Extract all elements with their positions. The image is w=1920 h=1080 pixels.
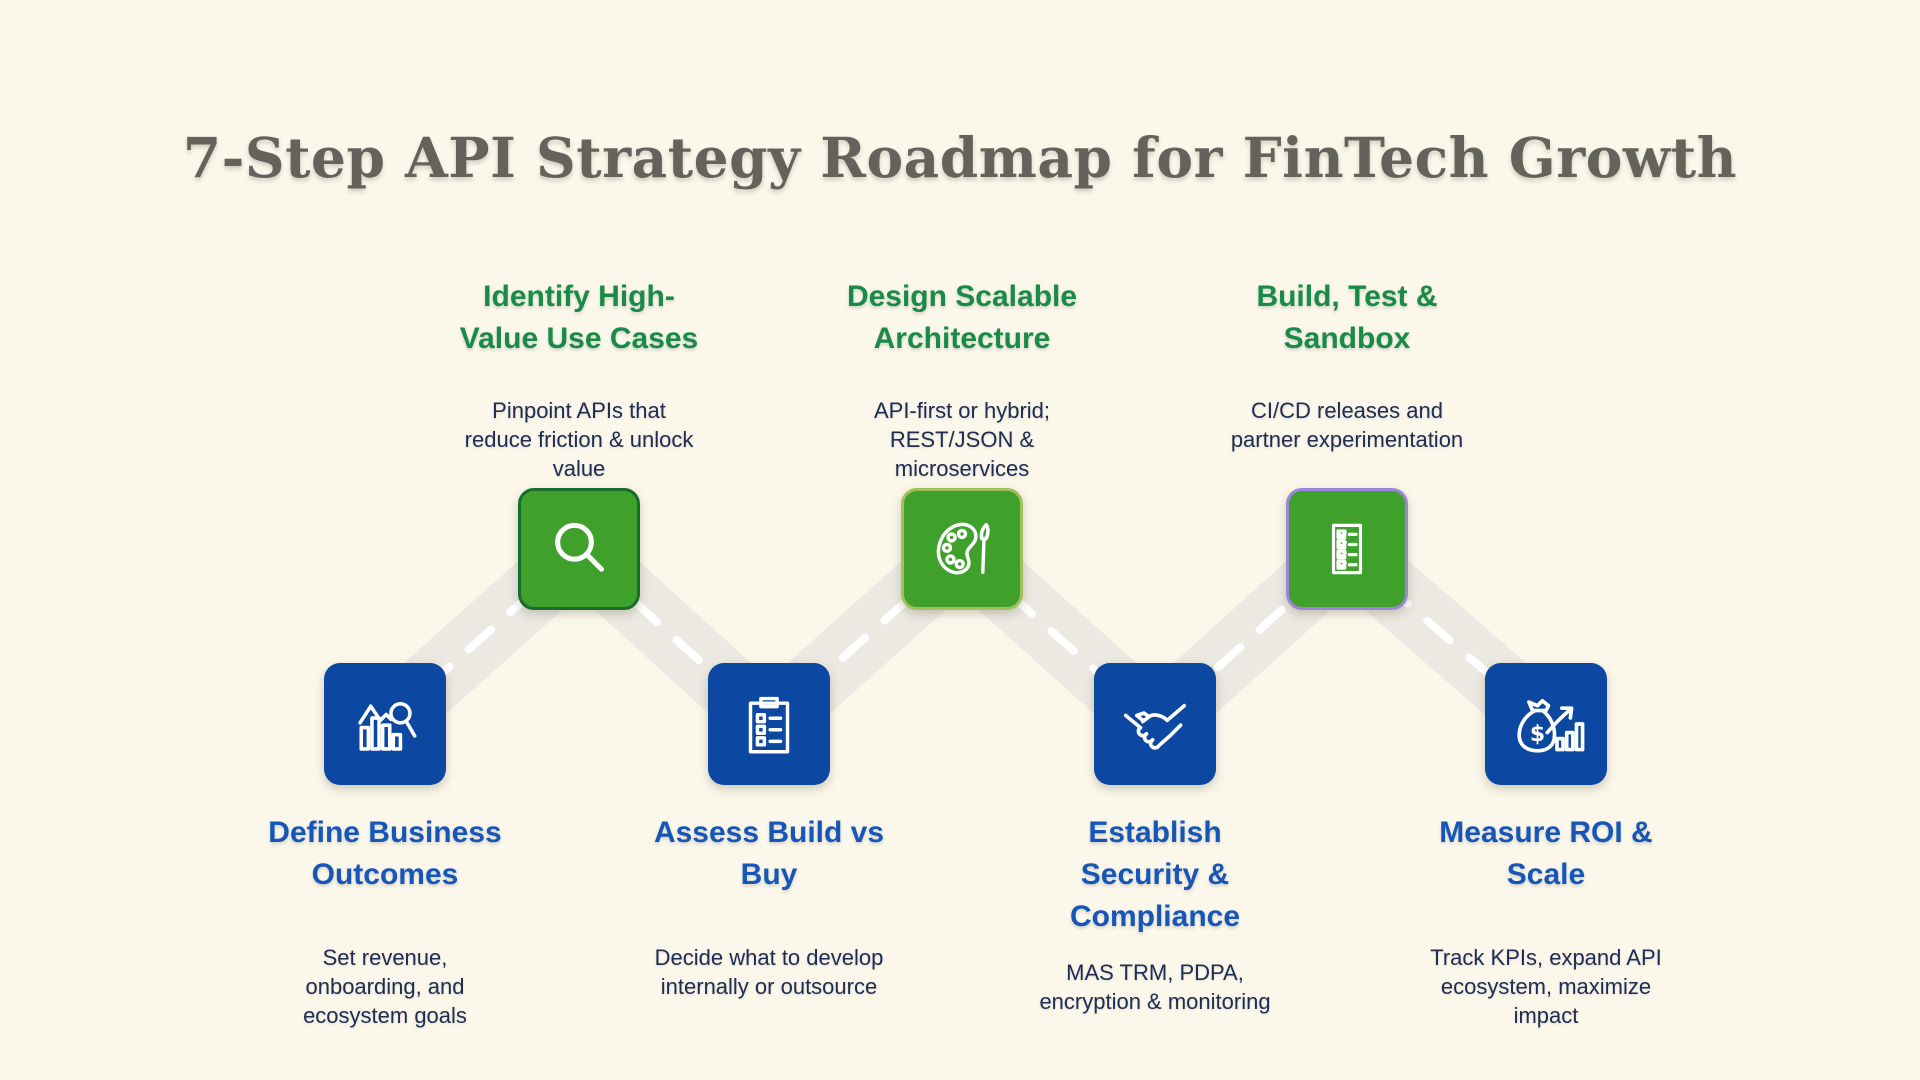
- svg-text:$: $: [1530, 722, 1545, 747]
- palette-brush-icon: [936, 522, 990, 575]
- page-title: 7-Step API Strategy Roadmap for FinTech …: [182, 124, 1738, 190]
- handshake-icon: [1123, 703, 1187, 750]
- step5-description: MAS TRM, PDPA,encryption & monitoring: [1039, 960, 1271, 1014]
- step-measure-roi-scale: $ Measure ROI &Scale Track KPIs, expand …: [1376, 0, 1716, 1080]
- step7-title: Measure ROI &Scale: [1439, 816, 1653, 891]
- step6-icon-box: [1286, 488, 1408, 610]
- step4-description: API-first or hybrid;REST/JSON &microserv…: [873, 398, 1051, 481]
- step6-title: Build, Test &Sandbox: [1256, 280, 1438, 355]
- step4-icon-box: [901, 488, 1023, 610]
- step-identify-use-cases: Identify High-Value Use Cases Pinpoint A…: [409, 0, 749, 1080]
- step7-icon-box: $: [1485, 663, 1607, 785]
- money-bag-growth-icon: $: [1517, 699, 1585, 753]
- bar-chart-magnifier-icon: [358, 702, 417, 751]
- magnifier-icon: [555, 522, 605, 572]
- step2-title: Identify High-Value Use Cases: [459, 280, 699, 355]
- step5-icon-box: [1094, 663, 1216, 785]
- step2-icon-box: [518, 488, 640, 610]
- clipboard-checklist-icon: [748, 696, 790, 754]
- checklist-document-icon: [1331, 523, 1363, 575]
- step3-icon-box: [708, 663, 830, 785]
- step1-icon-box: [324, 663, 446, 785]
